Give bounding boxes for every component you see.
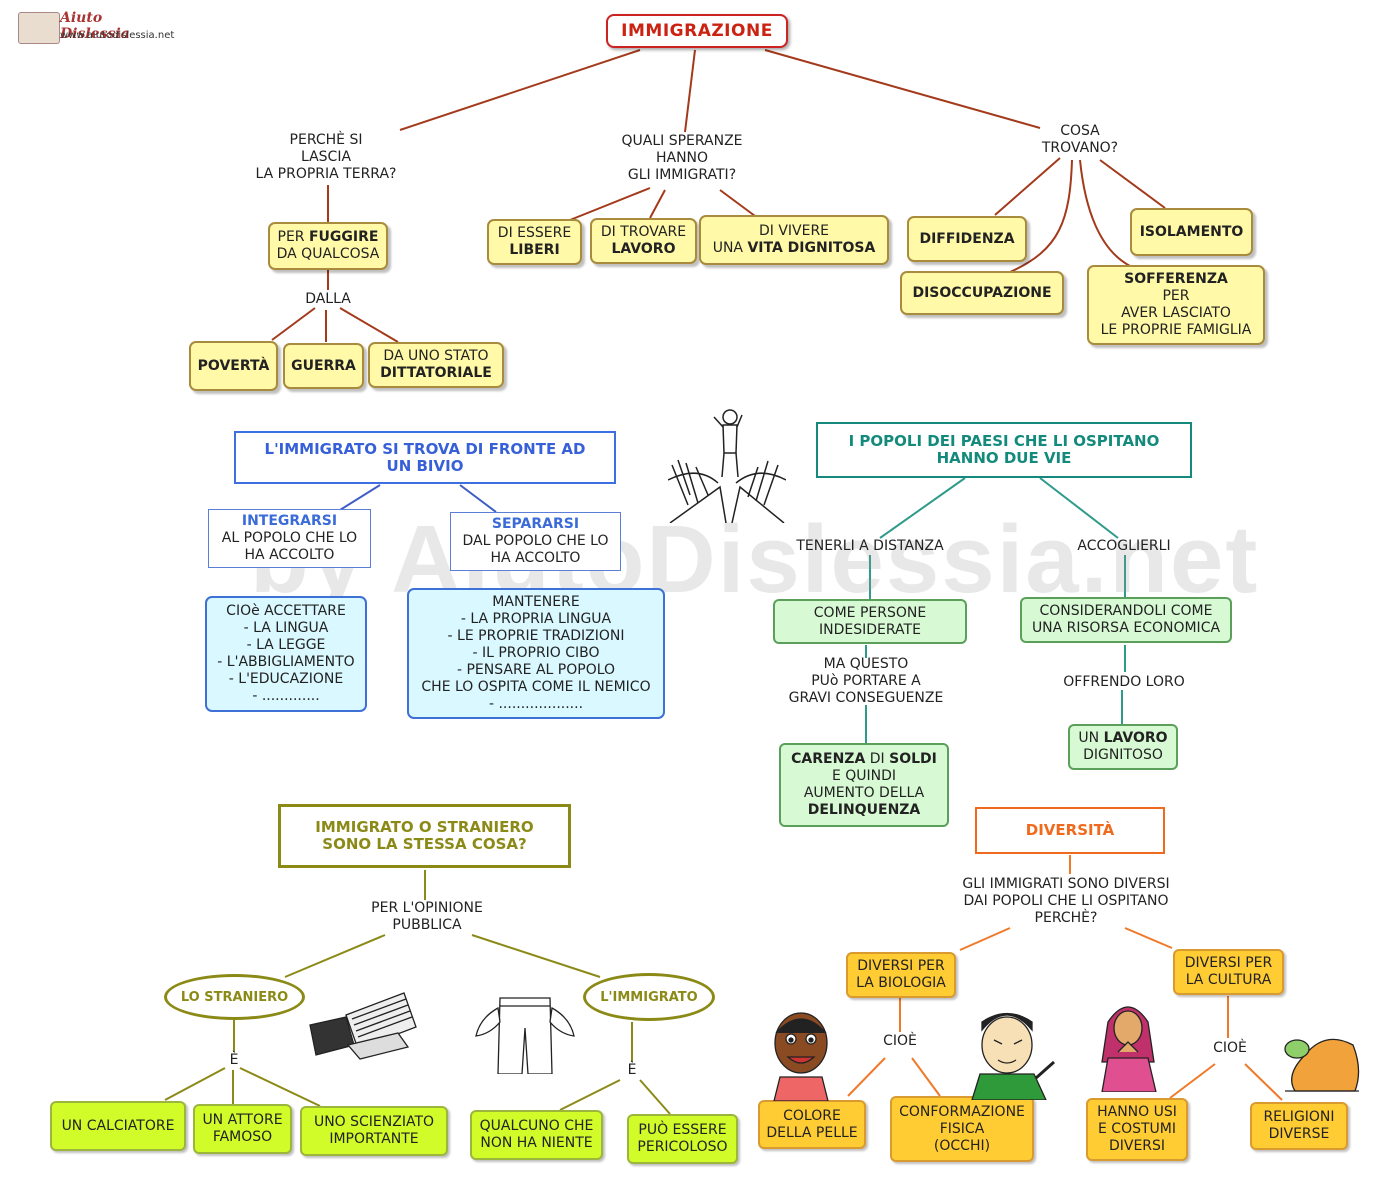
node-religioni: RELIGIONI DIVERSE [1250,1102,1348,1150]
node-pericoloso: PUÒ ESSERE PERICOLOSO [627,1114,738,1164]
label-dalla: DALLA [305,291,351,307]
node-calciatore: UN CALCIATORE [50,1101,186,1151]
node-usi: HANNO USI E COSTUMI DIVERSI [1086,1098,1188,1161]
node-vita: DI VIVERE UNA VITA DIGNITOSA [699,215,889,265]
node-risorsa: CONSIDERANDOLI COME UNA RISORSA ECONOMIC… [1020,597,1232,643]
book-icon [18,12,60,44]
label-opinione: PER L'OPINIONE PUBBLICA [371,900,483,933]
label-accoglierli: ACCOGLIERLI [1077,538,1171,554]
heading-bivio: L'IMMIGRATO SI TROVA DI FRONTE AD UN BIV… [234,431,616,484]
label-offrendo: OFFRENDO LORO [1063,674,1185,690]
node-lo-straniero: LO STRANIERO [164,974,305,1020]
node-disoccupazione: DISOCCUPAZIONE [900,271,1064,315]
label-cioe-1: CIOÈ [883,1033,917,1049]
node-un-lavoro: UN LAVORO DIGNITOSO [1068,724,1178,770]
african-boy-illustration [773,1012,829,1101]
title-immigrazione: IMMIGRAZIONE [606,14,788,48]
label-e-2: È [627,1062,637,1078]
asian-man-illustration [971,1012,1055,1100]
node-indesiderate: COME PERSONE INDESIDERATE [773,599,967,644]
node-scienziato: UNO SCIENZIATO IMPORTANTE [300,1106,448,1156]
money-hand-illustration [309,992,417,1060]
question-hopes: QUALI SPERANZE HANNO GLI IMMIGRATI? [621,133,743,183]
node-niente: QUALCUNO CHE NON HA NIENTE [470,1110,603,1160]
label-e-1: È [229,1052,239,1068]
node-isolamento: ISOLAMENTO [1130,208,1253,256]
node-poverta: POVERTÀ [189,341,278,391]
node-sofferenza: SOFFERENZA PER AVER LASCIATO LE PROPRIE … [1087,265,1265,345]
node-accettare: CIOè ACCETTARE - LA LINGUA - LA LEGGE - … [205,596,367,712]
praying-man-illustration [1284,1038,1360,1092]
crossroads-illustration [668,409,786,523]
label-ma-questo: MA QUESTO PUò PORTARE A GRAVI CONSEGUENZ… [788,656,944,706]
label-diversi-question: GLI IMMIGRATI SONO DIVERSI DAI POPOLI CH… [962,876,1170,926]
question-why-leave: PERCHÈ SI LASCIA LA PROPRIA TERRA? [255,132,397,182]
heading-popoli: I POPOLI DEI PAESI CHE LI OSPITANO HANNO… [816,422,1192,478]
node-biologia: DIVERSI PER LA BIOLOGIA [846,952,956,998]
heading-straniero: IMMIGRATO O STRANIERO SONO LA STESSA COS… [278,804,571,868]
site-logo: Aiuto Dislessia www.aiutodislessia.net [18,10,174,46]
node-lavoro: DI TROVARE LAVORO [590,218,697,264]
node-guerra: GUERRA [283,343,364,389]
question-what-find: COSA TROVANO? [1041,123,1119,156]
node-attore: UN ATTORE FAMOSO [193,1104,292,1154]
logo-name: Aiuto Dislessia [60,10,130,42]
node-stato: DA UNO STATO DITTATORIALE [368,342,504,388]
node-colore: COLORE DELLA PELLE [758,1100,866,1149]
empty-pockets-illustration [475,997,575,1074]
heading-diversita: DIVERSITÀ [975,807,1165,854]
node-cultura: DIVERSI PER LA CULTURA [1173,949,1284,995]
label-tenerli: TENERLI A DISTANZA [796,538,944,554]
node-liberi: DI ESSERE LIBERI [487,219,582,265]
node-conformazione: CONFORMAZIONE FISICA (OCCHI) [890,1096,1034,1162]
node-carenza: CARENZA DI SOLDI E QUINDI AUMENTO DELLA … [779,743,949,827]
node-fuggire: PER FUGGIRE DA QUALCOSA [268,222,388,270]
label-cioe-2: CIOÈ [1213,1040,1247,1056]
node-diffidenza: DIFFIDENZA [907,216,1027,262]
node-mantenere: MANTENERE - LA PROPRIA LINGUA - LE PROPR… [407,588,665,719]
node-l-immigrato: L'IMMIGRATO [583,973,715,1021]
indian-woman-illustration [1101,1006,1157,1092]
logo-url: www.aiutodislessia.net [60,30,175,41]
